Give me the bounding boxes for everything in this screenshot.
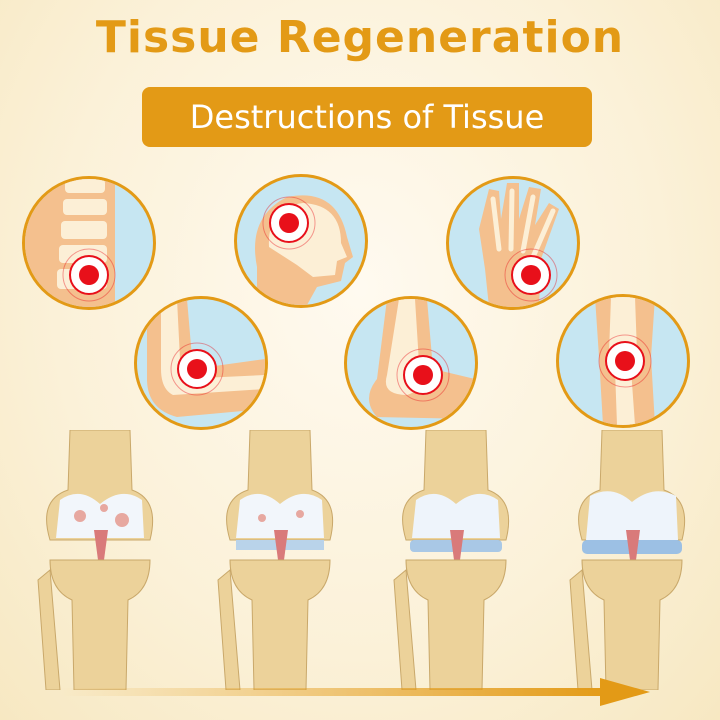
progress-arrow-icon (60, 678, 650, 706)
pain-target-icon (396, 348, 450, 402)
pain-target-icon (170, 342, 224, 396)
page-title: Tissue Regeneration (95, 12, 625, 63)
knee-joint-mild-damage (393, 430, 510, 690)
subtitle-banner: Destructions of Tissue (142, 87, 592, 147)
hand-pain-illustration (446, 176, 580, 310)
elbow-pain-illustration (134, 296, 268, 430)
head-pain-illustration (234, 174, 368, 308)
knee-joint-healthy (569, 430, 686, 690)
pain-target-icon (262, 196, 316, 250)
knee-pain-illustration (556, 294, 690, 428)
knee-joint-severe-damage (37, 430, 154, 690)
pain-target-icon (598, 334, 652, 388)
knee-joint-moderate-damage (217, 430, 334, 690)
ankle-pain-illustration (344, 296, 478, 430)
pain-target-icon (62, 248, 116, 302)
lower-back-pain-illustration (22, 176, 156, 310)
pain-target-icon (504, 248, 558, 302)
